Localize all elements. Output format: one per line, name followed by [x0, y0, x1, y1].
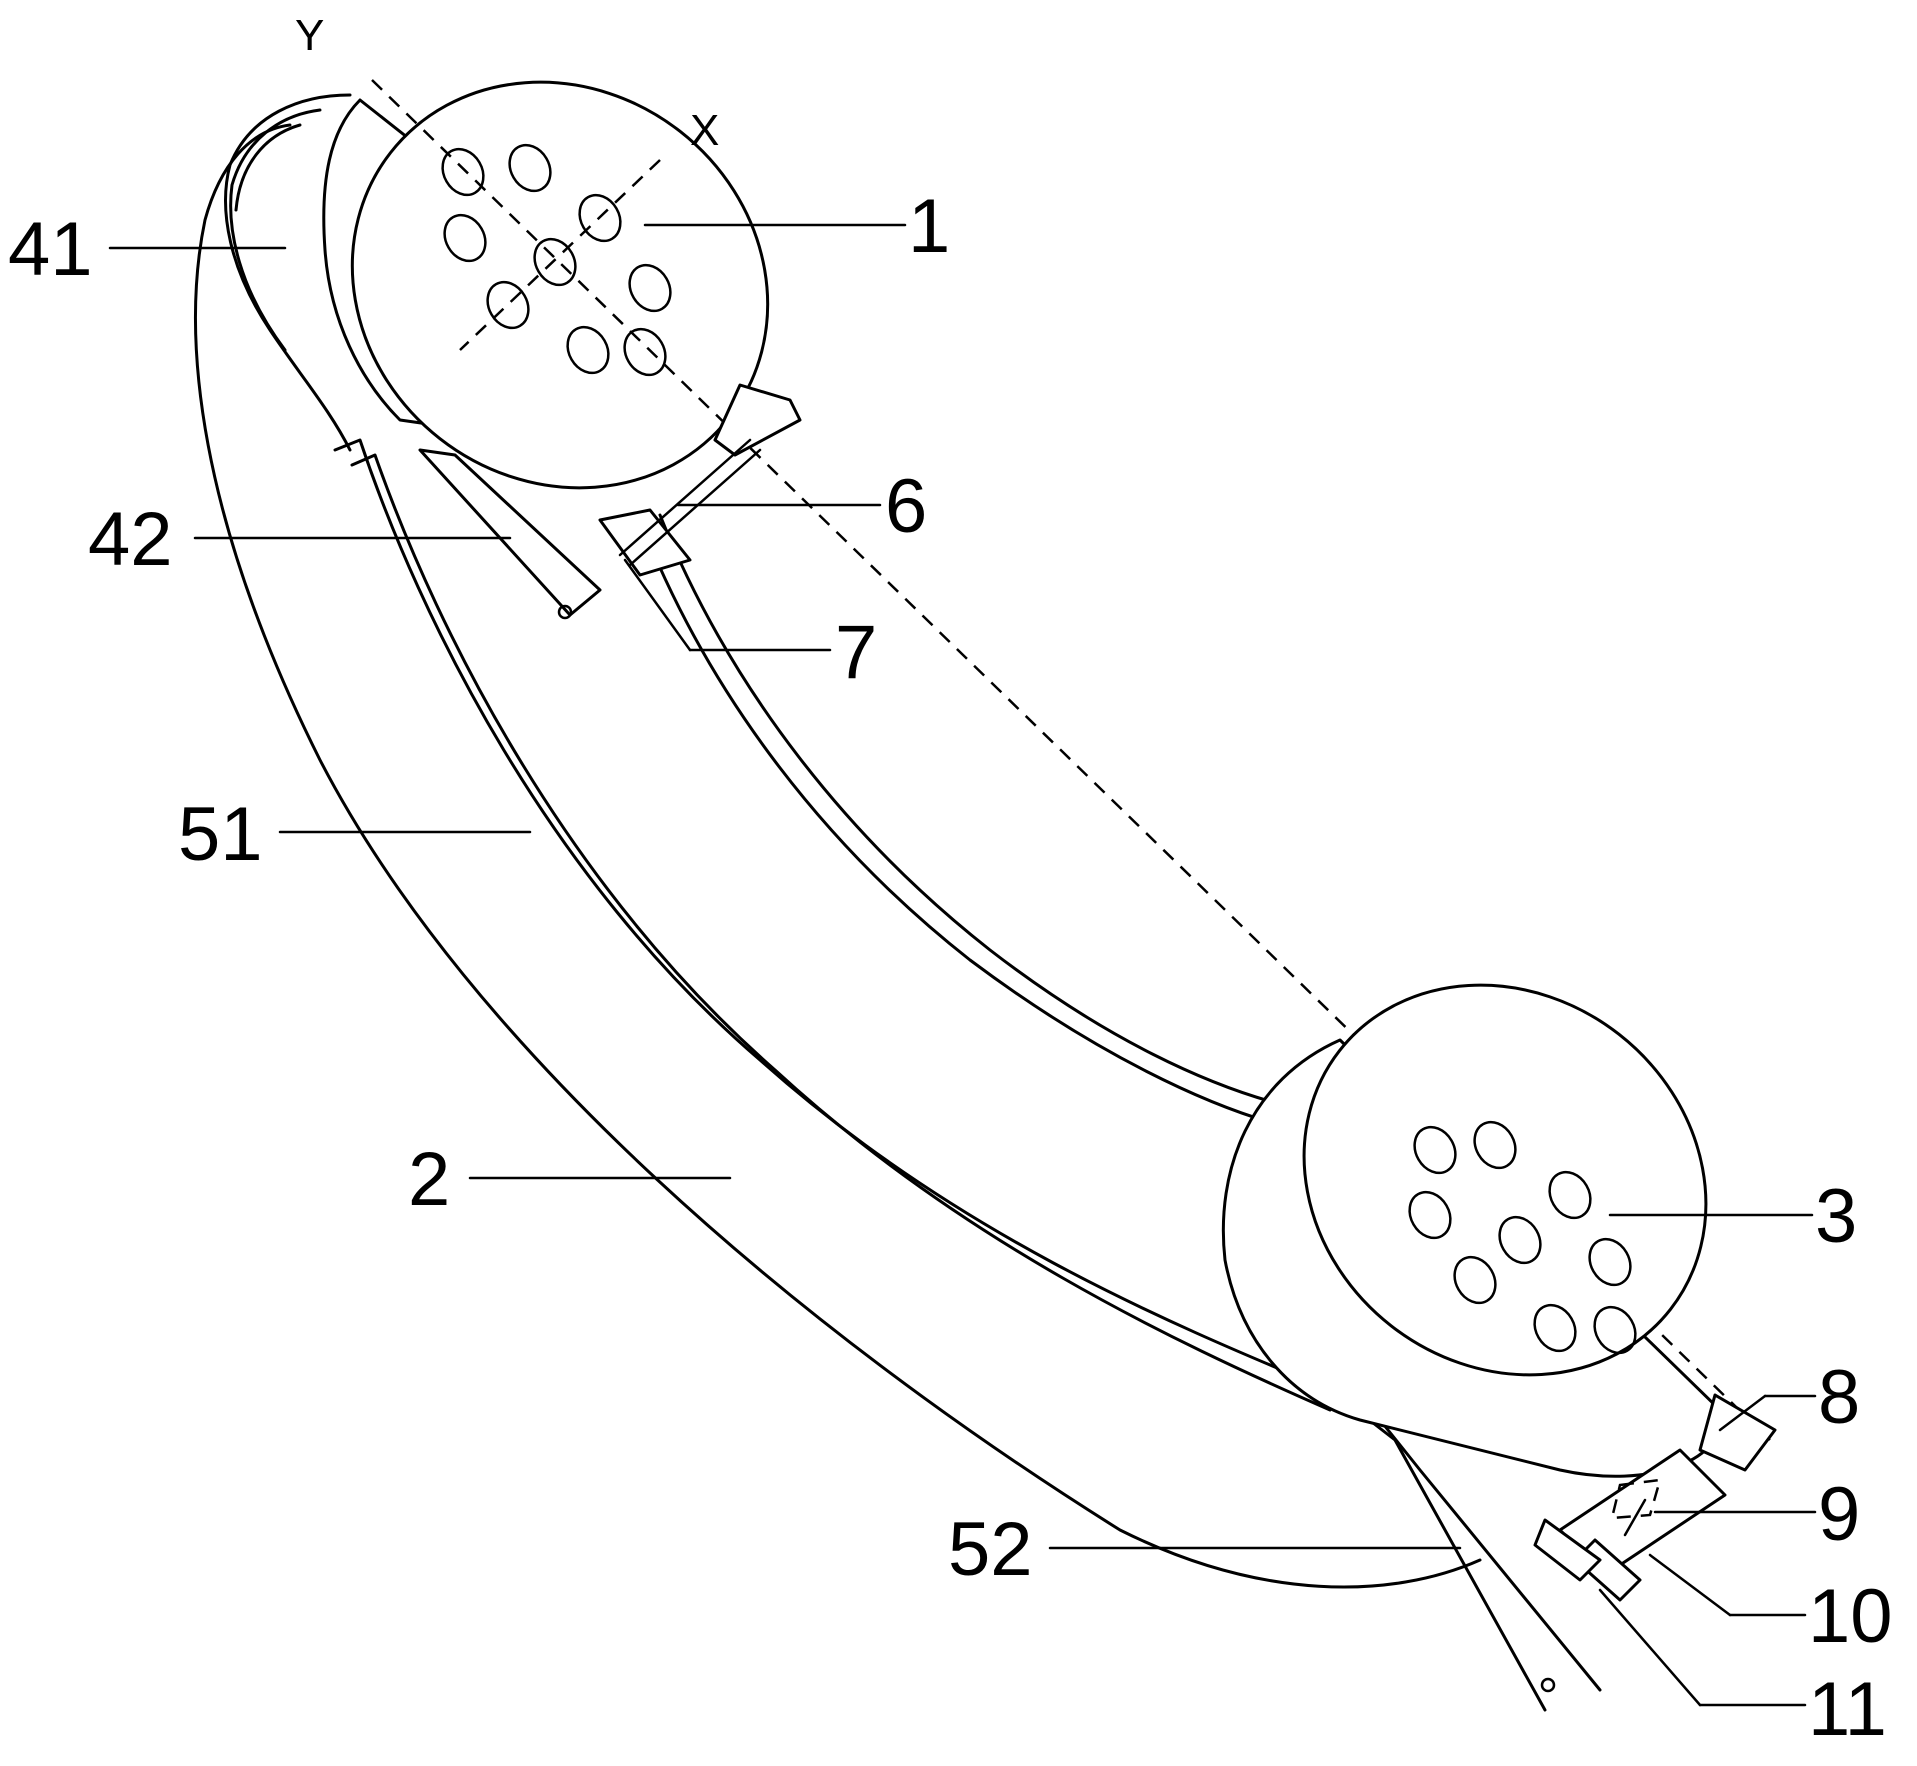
label-41: 41 — [8, 207, 93, 292]
label-1: 1 — [908, 184, 950, 269]
label-2: 2 — [408, 1137, 450, 1222]
label-7: 7 — [835, 610, 877, 695]
rail-51 — [335, 440, 1370, 1410]
leader-lines — [110, 225, 1815, 1705]
axis-x-label: X — [690, 106, 719, 155]
axis-y-label: Y — [295, 11, 324, 60]
label-6: 6 — [885, 464, 927, 549]
label-42: 42 — [88, 497, 173, 582]
label-51: 51 — [178, 792, 263, 877]
label-10: 10 — [1808, 1574, 1893, 1659]
label-11: 11 — [1808, 1667, 1887, 1752]
label-9: 9 — [1818, 1472, 1860, 1557]
label-3: 3 — [1815, 1174, 1857, 1259]
label-52: 52 — [948, 1507, 1033, 1592]
label-8: 8 — [1818, 1355, 1860, 1440]
